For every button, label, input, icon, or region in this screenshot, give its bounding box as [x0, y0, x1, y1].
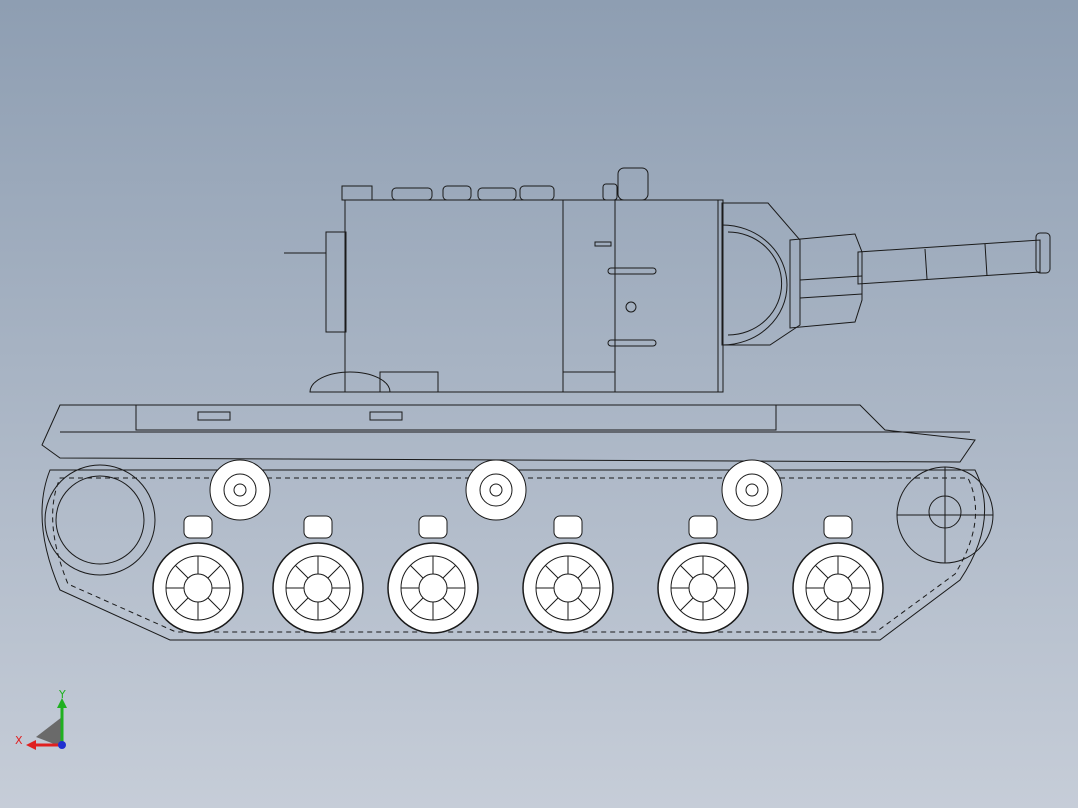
return-rollers[interactable] [209, 459, 783, 521]
road-wheel[interactable] [657, 515, 749, 634]
z-axis-icon [58, 741, 66, 749]
road-wheels[interactable] [152, 515, 884, 634]
hull[interactable] [41, 371, 976, 463]
road-wheel[interactable] [792, 515, 884, 634]
road-wheel[interactable] [152, 515, 244, 634]
road-wheel[interactable] [387, 515, 479, 634]
track[interactable] [41, 469, 986, 641]
axis-triad [26, 698, 67, 750]
road-wheel[interactable] [522, 515, 614, 634]
return-roller[interactable] [721, 459, 783, 521]
tank-model-icon[interactable] [41, 167, 1051, 641]
triad-plane-icon [36, 717, 62, 747]
road-wheel[interactable] [272, 515, 364, 634]
turret[interactable] [284, 167, 724, 393]
x-axis-label: X [15, 734, 23, 747]
idler-wheel[interactable] [896, 466, 994, 564]
return-roller[interactable] [209, 459, 271, 521]
return-roller[interactable] [465, 459, 527, 521]
x-axis-arrowhead-icon [26, 740, 36, 750]
drive-sprocket[interactable] [44, 464, 156, 576]
y-axis-arrowhead-icon [57, 698, 67, 708]
gun-mantlet[interactable] [721, 202, 863, 346]
y-axis-label: Y [59, 688, 66, 701]
gun-barrel[interactable] [857, 232, 1051, 285]
